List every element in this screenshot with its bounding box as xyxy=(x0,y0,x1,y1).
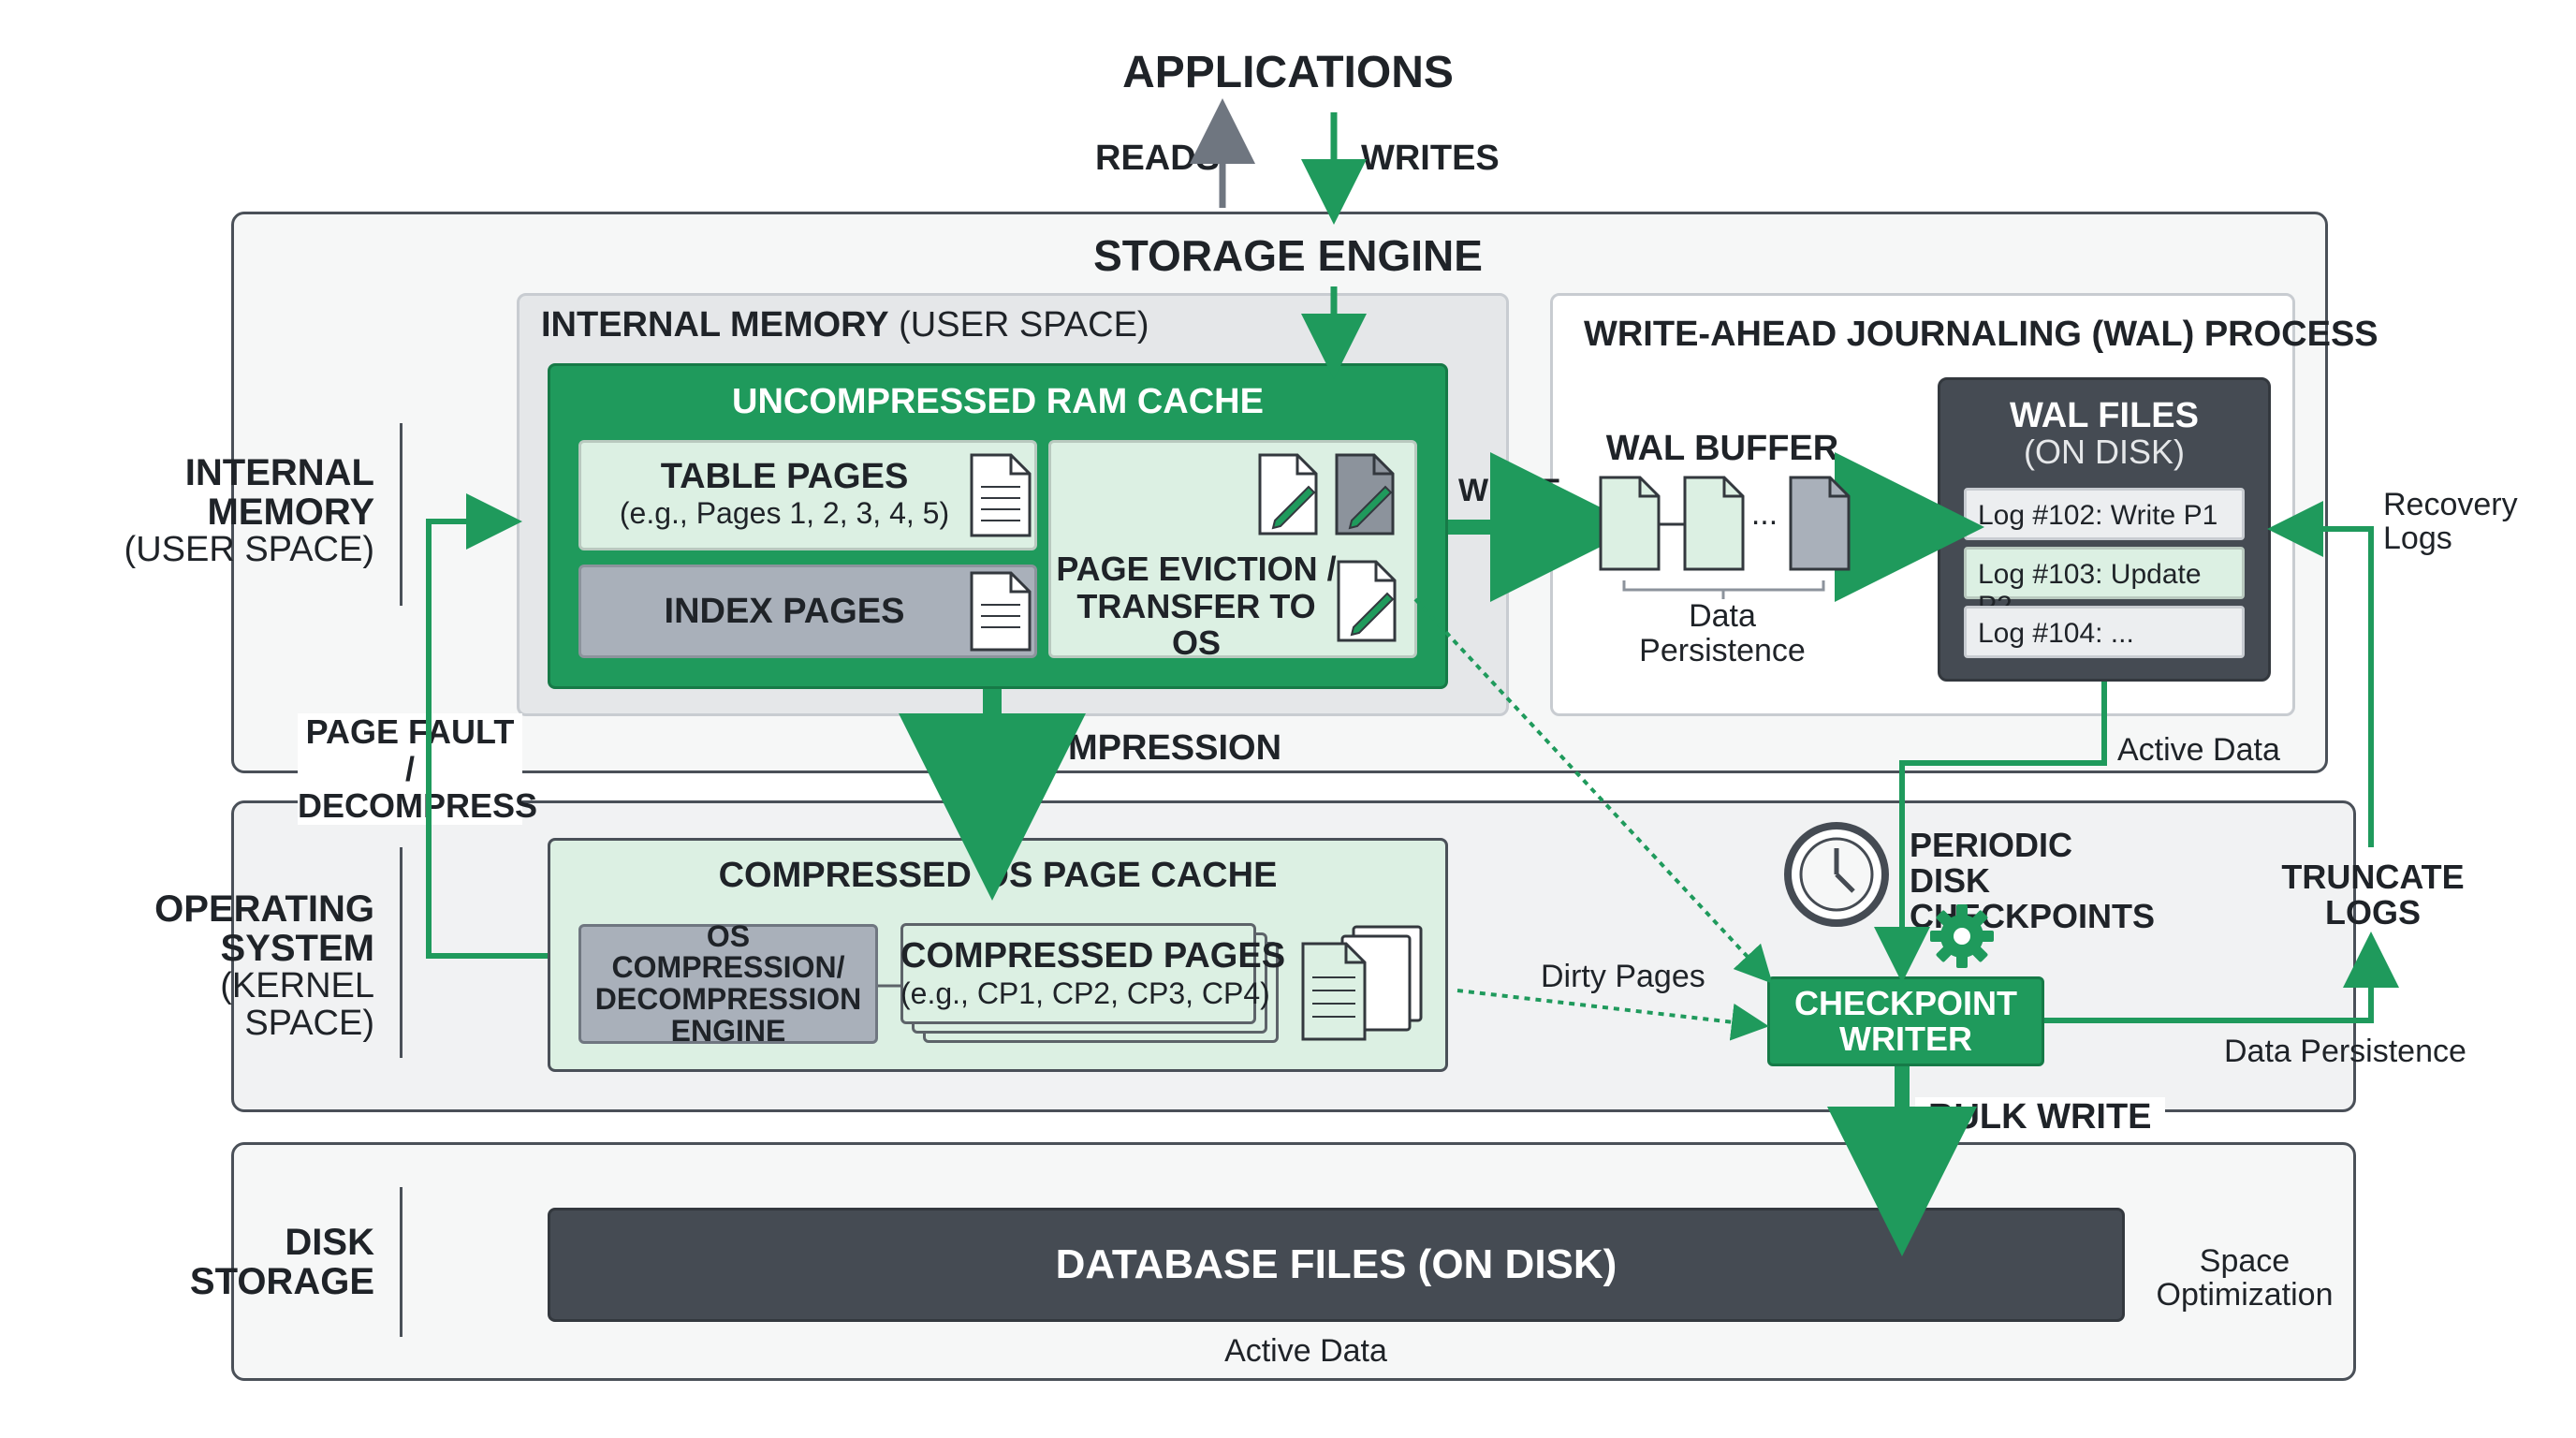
database-files: DATABASE FILES (ON DISK) xyxy=(548,1208,2125,1322)
space-optimization-label: Space Optimization xyxy=(2156,1243,2334,1313)
wal-buffer-doc-icon-1 xyxy=(1599,476,1661,571)
clock-icon xyxy=(1784,822,1889,927)
edit-document-icon xyxy=(1258,453,1318,536)
wal-files-sub: (ON DISK) xyxy=(2023,433,2185,471)
os-compression-engine: OS COMPRESSION/ DECOMPRESSION ENGINE xyxy=(578,920,878,1046)
layer-label-internal-memory: INTERNAL MEMORY (USER SPACE) xyxy=(124,452,374,569)
wal-process-title: WRITE-AHEAD JOURNALING (WAL) PROCESS xyxy=(1584,315,2378,354)
edit-document-icon xyxy=(1337,560,1397,642)
wal-log-text: Log #102: Write P1 xyxy=(1978,500,2218,531)
ram-cache-title: UNCOMPRESSED RAM CACHE xyxy=(732,382,1264,421)
recovery-logs-label: Recovery Logs xyxy=(2383,487,2518,556)
dirty-pages-dotted-arrow xyxy=(1456,989,1769,1041)
index-pages-box xyxy=(578,565,1037,658)
periodic-checkpoints-label: PERIODIC DISK CHECKPOINTS xyxy=(1910,826,2156,935)
recovery-logs-arrow xyxy=(2267,501,2374,847)
page-fault-arrow xyxy=(426,493,548,959)
wal-active-data-label: Active Data xyxy=(2117,732,2280,768)
table-pages-box xyxy=(578,440,1037,550)
page-fault-label: PAGE FAULT / DECOMPRESS xyxy=(298,712,538,826)
data-persistence-right-label: Data Persistence xyxy=(2224,1034,2466,1069)
layer-label-disk-storage: DISK STORAGE xyxy=(189,1222,374,1302)
wal-buffer-doc-icon-3 xyxy=(1789,476,1851,571)
wal-to-checkpoint-arrow xyxy=(1874,682,2107,983)
wal-buffer-dots: ... xyxy=(1750,496,1778,532)
wal-log-entry: Log #103: Update P2 xyxy=(1964,547,2245,622)
compressed-pages-title: COMPRESSED PAGES xyxy=(900,936,1286,976)
compressed-pages-sub: (e.g., CP1, CP2, CP3, CP4) xyxy=(900,976,1270,1010)
storage-engine-title: STORAGE ENGINE xyxy=(1093,231,1483,280)
applications-title: APPLICATIONS xyxy=(1122,48,1454,97)
layer-label-operating-system: OPERATING SYSTEM (KERNEL SPACE) xyxy=(154,888,374,1043)
table-pages-title: TABLE PAGES xyxy=(660,457,909,496)
internal-memory-panel-title: INTERNAL MEMORY (USER SPACE) xyxy=(541,305,1149,345)
wal-buffer-title: WAL BUFFER xyxy=(1605,429,1839,468)
gear-icon xyxy=(1930,904,1994,968)
wal-data-persistence: Data Persistence xyxy=(1639,598,1806,669)
wal-buffer-doc-icon-2 xyxy=(1683,476,1745,571)
table-pages-sub: (e.g., Pages 1, 2, 3, 4, 5) xyxy=(619,496,950,530)
table-pages-document-icon xyxy=(970,453,1032,537)
layer-divider-os xyxy=(400,847,402,1058)
truncate-logs-label: TRUNCATE LOGS xyxy=(2281,858,2465,932)
index-pages-title: INDEX PAGES xyxy=(664,592,905,631)
layer-divider-internal xyxy=(400,423,402,606)
compressed-pages-document-icon xyxy=(1301,925,1423,1041)
edit-document-icon xyxy=(1335,453,1395,536)
wal-log-entry: Log #104: ... xyxy=(1964,606,2245,658)
active-data-bottom-label: Active Data xyxy=(1224,1333,1387,1369)
index-pages-document-icon xyxy=(970,571,1032,652)
writes-label: WRITES xyxy=(1361,139,1500,178)
checkpoint-writer: CHECKPOINT WRITER xyxy=(1767,976,2044,1066)
wal-buffer-bracket xyxy=(1622,580,1825,599)
bulk-write-label: BULK WRITE xyxy=(1915,1097,2165,1137)
dirty-pages-label: Dirty Pages xyxy=(1541,959,1705,994)
wal-log-text: Log #104: ... xyxy=(1978,618,2134,649)
wal-files-title: WAL FILES xyxy=(2010,396,2199,435)
truncate-logs-arrow xyxy=(2044,932,2399,1023)
page-eviction-title: PAGE EVICTION / TRANSFER TO OS xyxy=(1056,550,1337,663)
compressed-pages-box xyxy=(900,923,1256,1024)
layer-divider-disk xyxy=(400,1187,402,1337)
eviction-dotted-arrow xyxy=(1413,597,1773,984)
